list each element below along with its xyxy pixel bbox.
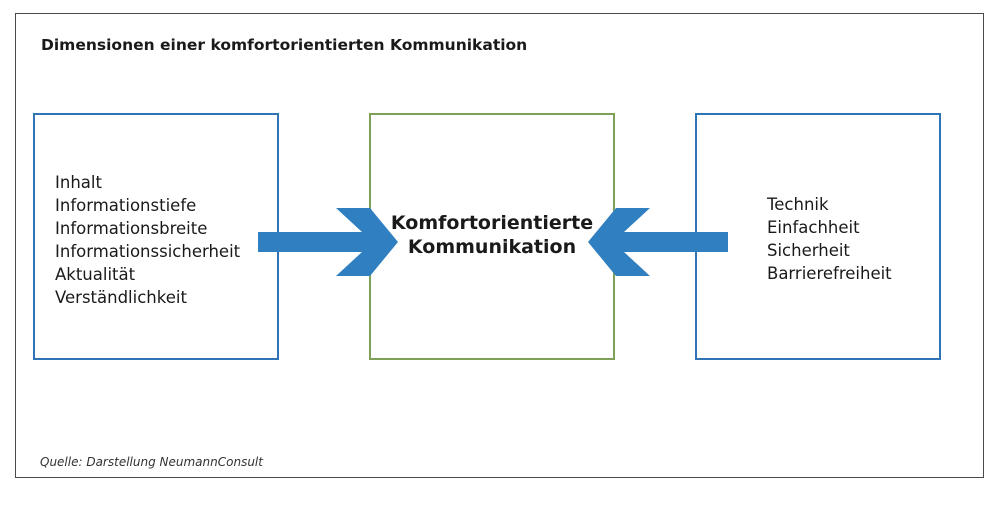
central-concept-label: Komfortorientierte Kommunikation (371, 211, 613, 259)
diagram-title: Dimensionen einer komfortorientierten Ko… (41, 36, 528, 54)
content-dimensions-list: Inhalt Informationstiefe Informationsbre… (55, 171, 240, 309)
central-concept-line-1: Komfortorientierte (390, 212, 594, 234)
list-item: Einfachheit (767, 218, 860, 237)
arrow-right-icon (258, 208, 398, 276)
figure-frame (15, 13, 984, 478)
list-item: Aktualität (55, 265, 136, 284)
list-item: Technik (767, 195, 829, 214)
central-concept-box: Komfortorientierte Kommunikation (369, 113, 615, 360)
arrow-left-shape (588, 208, 728, 276)
list-item: Barrierefreiheit (767, 264, 892, 283)
list-item: Sicherheit (767, 241, 850, 260)
list-item: Informationsbreite (55, 219, 208, 238)
central-concept-line-2: Kommunikation (407, 236, 577, 258)
list-item: Informationssicherheit (55, 242, 241, 261)
arrow-right-shape (258, 208, 398, 276)
arrow-left-icon (588, 208, 728, 276)
list-item: Verständlichkeit (55, 288, 187, 307)
list-item: Informationstiefe (55, 196, 197, 215)
content-dimensions-box: Inhalt Informationstiefe Informationsbre… (33, 113, 279, 360)
source-note: Quelle: Darstellung NeumannConsult (40, 455, 263, 469)
list-item: Inhalt (55, 173, 102, 192)
technical-dimensions-list: Technik Einfachheit Sicherheit Barrieref… (767, 193, 892, 285)
technical-dimensions-box: Technik Einfachheit Sicherheit Barrieref… (695, 113, 941, 360)
